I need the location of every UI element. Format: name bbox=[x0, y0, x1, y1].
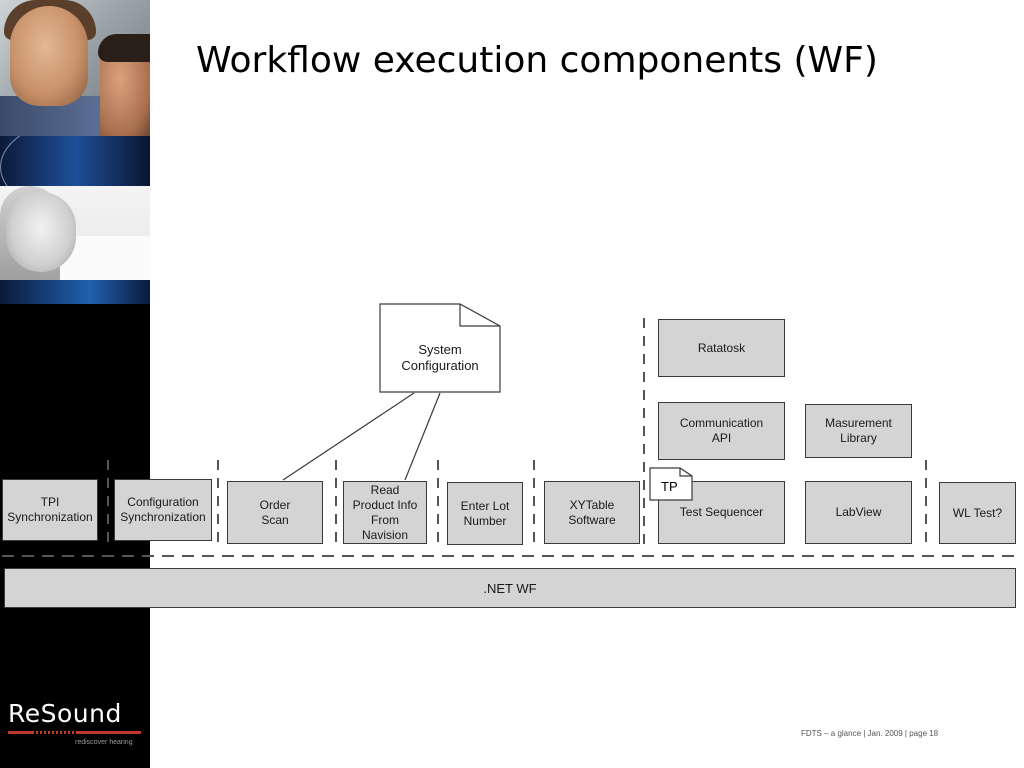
business-people-photo bbox=[0, 0, 150, 136]
abstract-light-band-image bbox=[0, 136, 150, 186]
measurement-library-box: Masurement Library bbox=[805, 404, 912, 458]
read-product-info-box: Read Product Info From Navision bbox=[343, 481, 427, 544]
tp-label: TP bbox=[661, 479, 678, 494]
logo-accent-bar bbox=[8, 731, 141, 734]
order-scan-box: Order Scan bbox=[227, 481, 323, 544]
system-configuration-label: System Configuration bbox=[401, 342, 479, 373]
brand-tagline: rediscover hearing bbox=[75, 739, 133, 746]
tp-document bbox=[649, 467, 693, 501]
communication-api-box: Communication API bbox=[658, 402, 785, 460]
ratatosk-box: Ratatosk bbox=[658, 319, 785, 377]
enter-lot-number-box: Enter Lot Number bbox=[447, 482, 523, 545]
slide-title: Workflow execution components (WF) bbox=[196, 40, 878, 81]
labview-box: LabView bbox=[805, 481, 912, 544]
connector-order-scan bbox=[282, 392, 415, 481]
xytable-software-box: XYTable Software bbox=[544, 481, 640, 544]
slide-footer: FDTS – a glance | Jan. 2009 | page 18 bbox=[801, 729, 939, 738]
connector-read-product-info bbox=[404, 392, 441, 481]
tpi-synchronization-box: TPI Synchronization bbox=[2, 479, 98, 541]
brand-sidebar: ReSound rediscover hearing bbox=[0, 0, 150, 768]
test-sequencer-box: Test Sequencer bbox=[658, 481, 785, 544]
wl-test-box: WL Test? bbox=[939, 482, 1016, 544]
smiling-woman-photo bbox=[0, 186, 150, 280]
dotnet-wf-platform: .NET WF bbox=[4, 568, 1016, 608]
configuration-synchronization-box: Configuration Synchronization bbox=[114, 479, 212, 541]
resound-logo: ReSound bbox=[8, 699, 122, 728]
abstract-blue-band-image bbox=[0, 280, 150, 304]
